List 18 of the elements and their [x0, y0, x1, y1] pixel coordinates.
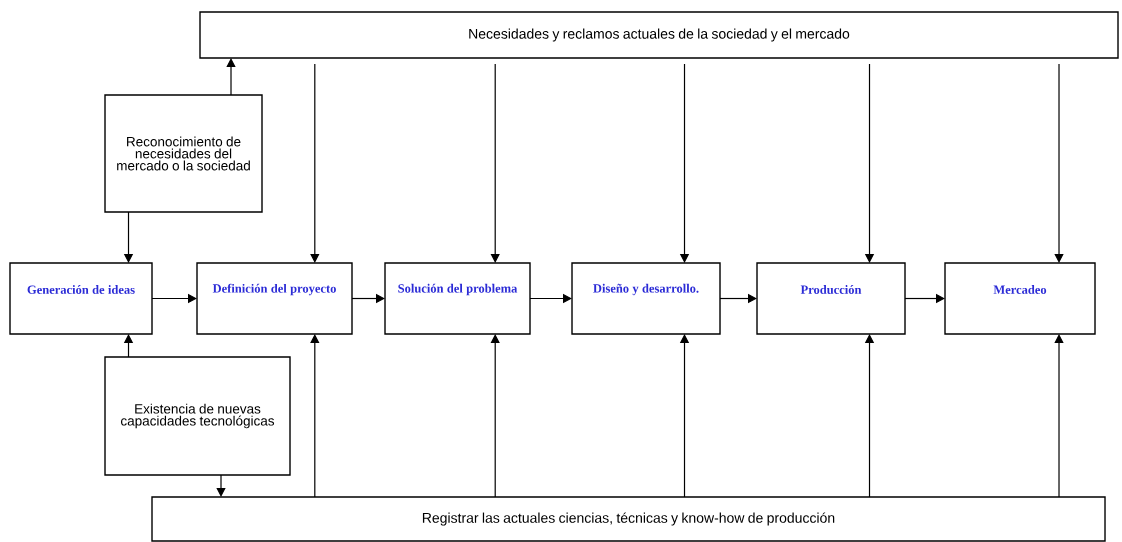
- arrow: [310, 63, 320, 263]
- process-box: Mercadeo: [944, 262, 1096, 335]
- note-box: Reconocimiento de necesidades del mercado o la sociedad: [104, 94, 263, 213]
- arrow: [226, 58, 236, 96]
- note-box: Existencia de nuevas capacidades tecnológicas: [104, 356, 291, 476]
- process-box: Definición del proyecto: [196, 262, 353, 335]
- arrow: [1054, 334, 1064, 498]
- arrow: [490, 334, 500, 498]
- process-box: Generación de ideas: [9, 262, 153, 335]
- arrow: [490, 63, 500, 263]
- arrow: [216, 474, 226, 497]
- banner-box: Registrar las actuales ciencias, técnicas y know-how de producción: [151, 496, 1106, 542]
- process-box: Diseño y desarrollo.: [571, 262, 721, 335]
- process-box: Solución del problema: [384, 262, 531, 335]
- banner-box: Necesidades y reclamos actuales de la sociedad y el mercado: [199, 11, 1119, 59]
- arrow: [1054, 63, 1064, 263]
- process-box: Producción: [756, 262, 906, 335]
- arrow: [310, 334, 320, 498]
